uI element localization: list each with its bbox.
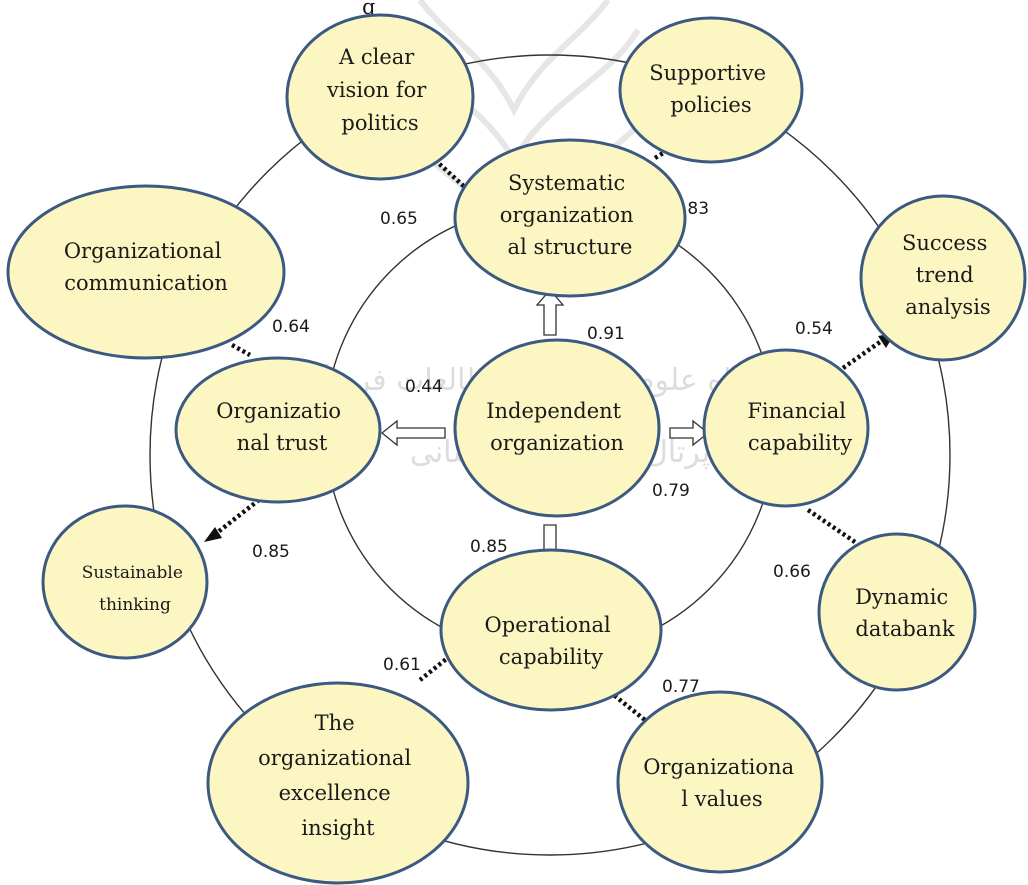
arrow-to-structure: [535, 289, 565, 336]
connector-communication: [230, 343, 252, 357]
outer-ring: [149, 54, 951, 856]
node-excellence-label: The organizational excellence insight: [258, 711, 418, 840]
node-trend-label: Success trend analysis: [902, 231, 994, 319]
node-communication-label: Organizational communication: [64, 239, 228, 295]
weight-vision: 0.65: [380, 209, 418, 229]
weight-databank: 0.66: [773, 562, 811, 582]
node-organizational-communication[interactable]: Organizational communication: [6, 184, 286, 360]
node-operational-label: Operational capability: [485, 613, 618, 669]
node-dynamic-databank[interactable]: Dynamic databank: [817, 532, 977, 692]
node-systematic-structure[interactable]: Systematic organization al structure: [453, 138, 687, 298]
node-policies-shape: [618, 16, 804, 164]
node-values-shape: [616, 690, 824, 874]
connector-trend: [841, 340, 882, 370]
weight-communication: 0.64: [272, 317, 310, 337]
node-structure-shape: [453, 138, 687, 298]
node-organizational-values[interactable]: Organizationa l values: [616, 690, 824, 874]
node-vision-label: A clear vision for politics: [326, 45, 433, 135]
node-supportive-policies[interactable]: Supportive policies: [618, 16, 804, 164]
weight-policies: .83: [682, 199, 709, 219]
node-sustainable-thinking[interactable]: Sustainable thinking: [41, 504, 209, 660]
node-policies-label: Supportive policies: [649, 61, 773, 117]
weight-center-financial: 0.79: [652, 481, 690, 501]
node-sustainable-label: Sustainable thinking: [82, 563, 189, 615]
node-center-label: Independent organization: [486, 399, 628, 455]
node-structure-label: Systematic organization al structure: [500, 171, 640, 259]
node-sustainable-shape: [41, 504, 209, 660]
node-trust-shape: [174, 356, 382, 504]
connector-databank: [806, 508, 857, 544]
weight-values: 0.77: [662, 677, 700, 697]
node-financial-capability[interactable]: Financial capability: [702, 348, 870, 508]
node-operational-capability[interactable]: Operational capability: [439, 548, 663, 712]
node-success-trend[interactable]: Success trend analysis: [859, 194, 1027, 362]
arrow-to-financial: [669, 419, 710, 447]
weight-trend: 0.54: [795, 319, 833, 339]
node-center[interactable]: Independent organization: [453, 338, 661, 518]
weight-center-trust: 0.44: [405, 377, 443, 397]
node-financial-shape: [702, 348, 870, 508]
connector-vision: [433, 158, 470, 192]
node-vision-shape: [285, 13, 475, 181]
node-trend-shape: [859, 194, 1027, 362]
weights: 0.91 0.44 0.79 0.85 0.65 .83 0.64 0.54 0…: [252, 199, 833, 697]
arrow-to-trust: [380, 419, 446, 447]
weight-excellence: 0.61: [383, 655, 421, 675]
weight-center-operational: 0.85: [470, 537, 508, 557]
node-center-shape: [453, 338, 661, 518]
node-financial-label: Financial capability: [747, 399, 852, 455]
node-values-label: Organizationa l values: [643, 755, 801, 811]
node-organizational-trust[interactable]: Organizatio nal trust: [174, 356, 382, 504]
node-clear-vision[interactable]: A clear vision for politics: [285, 13, 475, 181]
weight-sustainable: 0.85: [252, 542, 290, 562]
node-databank-label: Dynamic databank: [855, 585, 955, 641]
node-trust-label: Organizatio nal trust: [216, 399, 348, 455]
weight-center-structure: 0.91: [587, 324, 625, 344]
sustainable-arrowhead: [204, 527, 222, 542]
node-operational-shape: [439, 548, 663, 712]
node-excellence-shape: [206, 681, 470, 885]
node-excellence-insight[interactable]: The organizational excellence insight: [206, 681, 470, 885]
node-databank-shape: [817, 532, 977, 692]
node-communication-shape: [6, 184, 286, 360]
